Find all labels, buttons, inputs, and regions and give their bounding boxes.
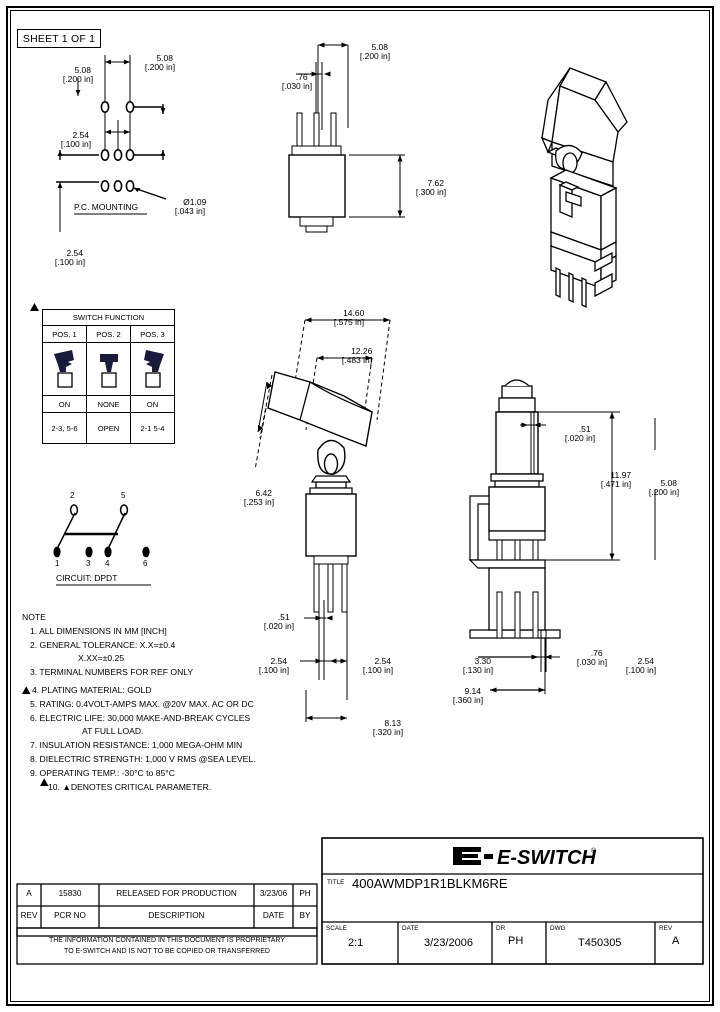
dim-fv-pin-width: .76[.030 in] bbox=[281, 71, 313, 91]
note-4: 4. PLATING MATERIAL: GOLD bbox=[32, 685, 152, 695]
terminal-label-3: 3 bbox=[86, 559, 91, 568]
dim-sv-pitch-right: 2.54[.100 in] bbox=[362, 655, 394, 675]
scale-value: 2:1 bbox=[348, 937, 364, 949]
dim-pcb-w1: 5.08[.200 in] bbox=[62, 64, 94, 84]
note-1: 1. ALL DIMENSIONS IN MM [INCH] bbox=[30, 626, 167, 636]
note-10: 10. ▲DENOTES CRITICAL PARAMETER. bbox=[48, 782, 212, 792]
proprietary-line-1: THE INFORMATION CONTAINED IN THIS DOCUME… bbox=[48, 937, 286, 944]
dwg-label: DWG bbox=[550, 925, 566, 932]
fn-circuit-pos2: OPEN bbox=[86, 412, 131, 444]
rev-row-description: RELEASED FOR PRODUCTION bbox=[116, 889, 237, 898]
proprietary-line-2: TO E-SWITCH AND IS NOT TO BE COPIED OR T… bbox=[64, 948, 270, 955]
note-6-cont: AT FULL LOAD. bbox=[82, 726, 144, 736]
terminal-label-6: 6 bbox=[143, 559, 148, 568]
circuit-caption: CIRCUIT: DPDT bbox=[56, 573, 118, 583]
fn-icon-pos3 bbox=[130, 342, 175, 396]
dim-sv-lever-body: 12.26[.483 in] bbox=[341, 345, 373, 365]
dim-pcb-w2: 5.08[.200 in] bbox=[144, 52, 176, 72]
dim-pcb-h2: 2.54[.100 in] bbox=[54, 247, 86, 267]
terminal-label-2: 2 bbox=[70, 491, 75, 500]
terminal-label-1: 1 bbox=[55, 559, 60, 568]
dim-fv-pitch: 5.08[.200 in] bbox=[359, 41, 391, 61]
fn-icon-pos2 bbox=[86, 342, 131, 396]
dim-sv-lever-height: 6.42[.253 in] bbox=[243, 487, 275, 507]
sheet-label: SHEET 1 OF 1 bbox=[17, 29, 101, 48]
dim-rv-thickness: .51[.020 in] bbox=[564, 423, 596, 443]
date-label: DATE bbox=[402, 925, 419, 932]
fn-circuit-pos1: 2-3, 5-6 bbox=[42, 412, 87, 444]
switch-function-table: SWITCH FUNCTION POS. 1 POS. 2 POS. 3 bbox=[42, 309, 175, 444]
front-view bbox=[288, 42, 405, 233]
e-switch-wordmark: E-SWITCH bbox=[497, 847, 596, 869]
dr-label: DR bbox=[496, 925, 506, 932]
e-switch-logo: E-SWITCH ® bbox=[451, 843, 601, 869]
rev-value: A bbox=[672, 935, 680, 947]
dim-sv-body-width: 8.13[.320 in] bbox=[372, 717, 404, 737]
title-label: TITLE bbox=[327, 879, 345, 886]
dr-value: PH bbox=[508, 935, 524, 947]
note-9: 9. OPERATING TEMP.: -30°C to 85°C bbox=[30, 768, 175, 778]
dim-fv-height: 7.62[.300 in] bbox=[415, 177, 447, 197]
dim-rv-d2: .76[.030 in] bbox=[576, 647, 608, 667]
rev-row-by: PH bbox=[299, 889, 311, 898]
dim-rv-d3: 2.54[.100 in] bbox=[625, 655, 657, 675]
note-7: 7. INSULATION RESISTANCE: 1,000 MEGA-OHM… bbox=[30, 740, 243, 750]
rev-header-date: DATE bbox=[262, 911, 285, 920]
rev-header-pcr: PCR NO bbox=[54, 911, 86, 920]
pcb-mount-caption: P.C. MOUNTING bbox=[74, 202, 139, 212]
critical-triangle-note10 bbox=[40, 778, 49, 786]
rev-row-pcr: 15830 bbox=[58, 889, 82, 898]
side-view bbox=[254, 317, 391, 722]
rev-header-rev: REV bbox=[20, 911, 38, 920]
fn-icon-pos1 bbox=[42, 342, 87, 396]
note-5: 5. RATING: 0.4VOLT-AMPS MAX. @20V MAX. A… bbox=[30, 699, 254, 709]
notes-heading: NOTE bbox=[22, 612, 46, 622]
fn-circuit-pos3: 2-1 5-4 bbox=[130, 412, 175, 444]
rev-header-description: DESCRIPTION bbox=[148, 911, 205, 920]
isometric-view bbox=[540, 67, 628, 309]
date-value: 3/23/2006 bbox=[424, 937, 473, 949]
rev-row-date: 3/23/06 bbox=[259, 889, 288, 898]
dim-rv-d4: 9.14[.360 in] bbox=[452, 685, 484, 705]
dim-rv-height: 11.97[.471 in] bbox=[600, 469, 632, 489]
note-8: 8. DIELECTRIC STRENGTH: 1,000 V RMS @SEA… bbox=[30, 754, 256, 764]
terminal-label-4: 4 bbox=[105, 559, 110, 568]
dim-pcb-h1: 2.54[.100 in] bbox=[60, 129, 92, 149]
note-3: 3. TERMINAL NUMBERS FOR REF ONLY bbox=[30, 667, 194, 677]
terminal-label-5: 5 bbox=[121, 491, 126, 500]
circuit-diagram bbox=[53, 504, 151, 586]
rev-header-by: BY bbox=[299, 911, 311, 920]
dwg-value: T450305 bbox=[578, 937, 622, 949]
dim-sv-pin-thickness: .51[.020 in] bbox=[263, 611, 295, 631]
critical-triangle-note4 bbox=[22, 686, 31, 694]
dim-rv-d1: 3.30[.130 in] bbox=[462, 655, 494, 675]
critical-triangle-table bbox=[30, 303, 39, 311]
scale-label: SCALE bbox=[326, 925, 347, 932]
note-6: 6. ELECTRIC LIFE: 30,000 MAKE-AND-BREAK … bbox=[30, 713, 251, 723]
sheet-border-outer bbox=[6, 6, 714, 1006]
sheet-border-inner bbox=[10, 10, 710, 1002]
dim-sv-pitch-left: 2.54[.100 in] bbox=[258, 655, 290, 675]
registered-mark: ® bbox=[591, 847, 597, 855]
note-2: 2. GENERAL TOLERANCE: X.X=±0.4 bbox=[30, 640, 176, 650]
right-view bbox=[468, 379, 656, 694]
rev-label: REV bbox=[659, 925, 673, 932]
dim-rv-height2: 5.08[.200 in] bbox=[648, 477, 680, 497]
dim-pcb-hole-dia: Ø1.09[.043 in] bbox=[174, 196, 207, 216]
pcb-mount-view bbox=[56, 55, 167, 232]
dim-sv-lever-length: 14.60[.575 in] bbox=[333, 307, 365, 327]
fn-state-pos3: ON bbox=[130, 395, 175, 413]
rev-row-rev: A bbox=[26, 889, 32, 898]
note-2-cont: X.XX=±0.25 bbox=[78, 653, 125, 663]
title-value: 400AWMDP1R1BLKM6RE bbox=[352, 876, 508, 891]
